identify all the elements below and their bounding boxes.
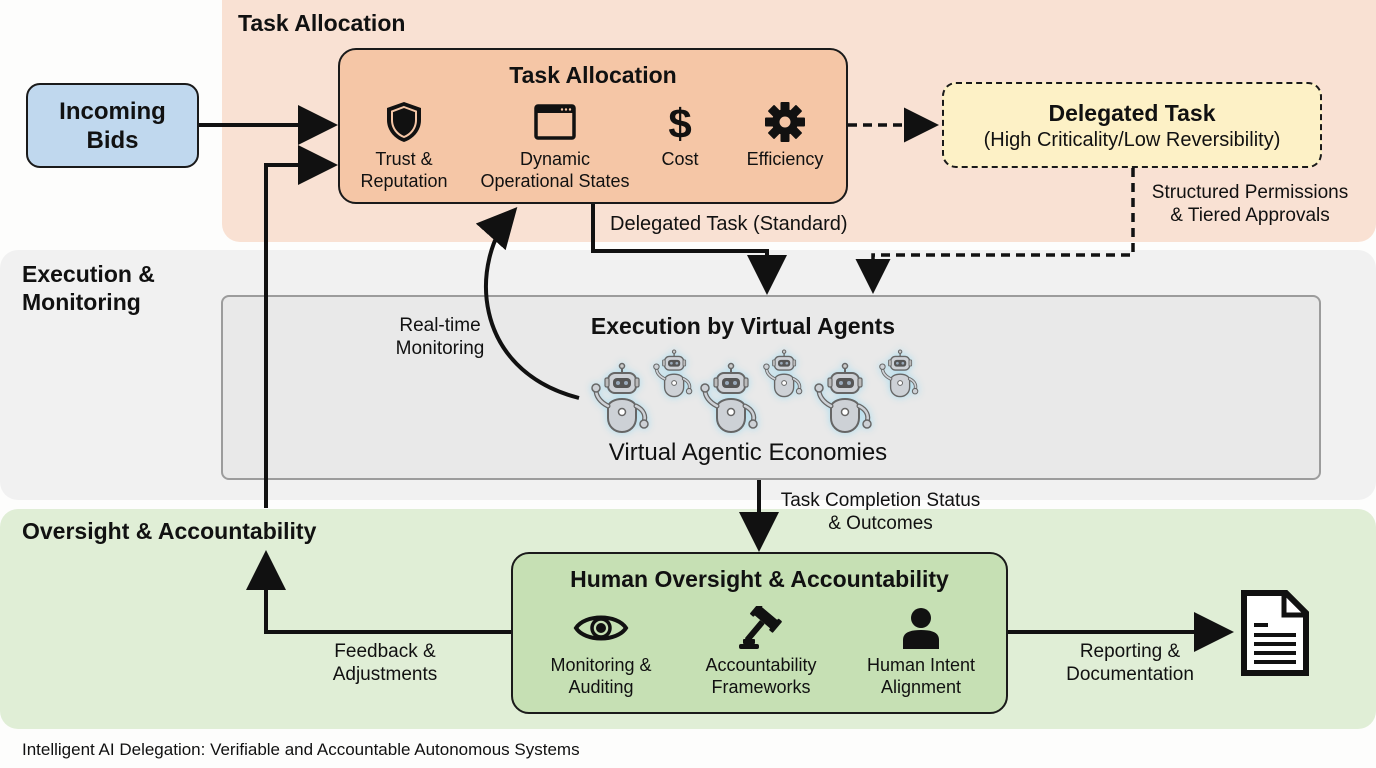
person-icon [903, 608, 939, 649]
execution-node-subtitle: Virtual Agentic Economies [608, 439, 888, 466]
factor-efficiency: Efficiency [730, 100, 840, 170]
execution-band-title-line1: Execution & [22, 261, 155, 287]
task-allocation-node[interactable]: Task Allocation Trust & Reputation Dynam… [338, 48, 848, 204]
factor-cost-label: Cost [661, 149, 699, 169]
factor-human-intent-alignment: Human Intent Alignment [851, 606, 991, 698]
incoming-bids-node[interactable]: Incoming Bids [26, 83, 199, 168]
factor-monitoring-auditing: Monitoring & Auditing [531, 606, 671, 698]
task-allocation-node-title: Task Allocation [509, 62, 677, 88]
edge-label-delegated-standard: Delegated Task (Standard) [610, 213, 848, 235]
document-icon [1241, 590, 1309, 676]
factor-trust-reputation: Trust & Reputation [354, 100, 454, 192]
reporting-line1: Reporting & [1079, 641, 1181, 662]
feedback-line1: Feedback & [334, 641, 436, 662]
dollar-icon: $ [668, 100, 691, 144]
structured-permissions-line1: Structured Permissions [1151, 182, 1349, 203]
factor-trust-line1: Trust & [375, 149, 433, 169]
shield-icon [387, 102, 421, 142]
task-allocation-band-title: Task Allocation [238, 10, 406, 36]
delegated-task-title: Delegated Task [1048, 100, 1216, 126]
delegated-task-subtitle: (High Criticality/Low Reversibility) [983, 129, 1281, 151]
factor-monitoring-line1: Monitoring & [550, 655, 652, 675]
robot-icon [653, 349, 693, 398]
completion-line2: & Outcomes [828, 513, 933, 534]
factor-accountability-line2: Frameworks [711, 677, 811, 697]
structured-permissions-line2: & Tiered Approvals [1170, 205, 1330, 226]
edge-label-structured-permissions: Structured Permissions & Tiered Approval… [1135, 181, 1365, 227]
robot-icon [591, 362, 649, 434]
robot-icon [879, 349, 919, 398]
oversight-band-title: Oversight & Accountability [22, 518, 317, 544]
factor-efficiency-label: Efficiency [746, 149, 824, 169]
robot-icon [700, 362, 758, 434]
factor-monitoring-line2: Auditing [568, 677, 634, 697]
edge-label-realtime-monitoring: Real-time Monitoring [380, 314, 500, 360]
factor-accountability-line1: Accountability [705, 655, 817, 675]
factor-dynamic-line1: Dynamic [519, 149, 590, 169]
feedback-line2: Adjustments [332, 664, 438, 685]
delegated-task-high-criticality-node[interactable]: Delegated Task (High Criticality/Low Rev… [942, 82, 1322, 168]
svg-text:$: $ [668, 100, 691, 144]
incoming-bids-line2: Bids [86, 126, 139, 154]
realtime-line2: Monitoring [395, 338, 485, 359]
eye-icon [573, 615, 629, 641]
factor-dynamic-operational-states: Dynamic Operational States [470, 100, 640, 192]
factor-cost: $ Cost [645, 100, 715, 170]
browser-window-icon [534, 104, 576, 140]
human-oversight-node[interactable]: Human Oversight & Accountability Monitor… [511, 552, 1008, 714]
figure-caption: Intelligent AI Delegation: Verifiable an… [22, 740, 580, 759]
factor-human-intent-line2: Alignment [880, 677, 962, 697]
factor-dynamic-line2: Operational States [480, 171, 630, 191]
gavel-icon [739, 606, 782, 649]
factor-human-intent-line1: Human Intent [866, 655, 976, 675]
completion-line1: Task Completion Status [780, 490, 981, 511]
incoming-bids-line1: Incoming [59, 97, 166, 125]
edge-label-feedback: Feedback & Adjustments [310, 640, 460, 686]
factor-accountability-frameworks: Accountability Frameworks [691, 606, 831, 698]
factor-trust-line2: Reputation [360, 171, 448, 191]
human-oversight-node-title: Human Oversight & Accountability [570, 566, 949, 592]
realtime-line1: Real-time [399, 315, 481, 336]
execution-band-title-line2: Monitoring [22, 289, 141, 315]
gear-icon [765, 102, 805, 142]
execution-band-title: Execution & Monitoring [22, 260, 155, 316]
execution-node[interactable]: Execution by Virtual Agents Virtual Agen… [221, 295, 1321, 480]
edge-label-completion-status: Task Completion Status & Outcomes [768, 489, 993, 535]
execution-node-title: Execution by Virtual Agents [590, 313, 896, 339]
robot-icon [814, 362, 872, 434]
reporting-line2: Documentation [1066, 664, 1194, 685]
edge-label-reporting: Reporting & Documentation [1050, 640, 1210, 686]
robot-icon [763, 349, 803, 398]
